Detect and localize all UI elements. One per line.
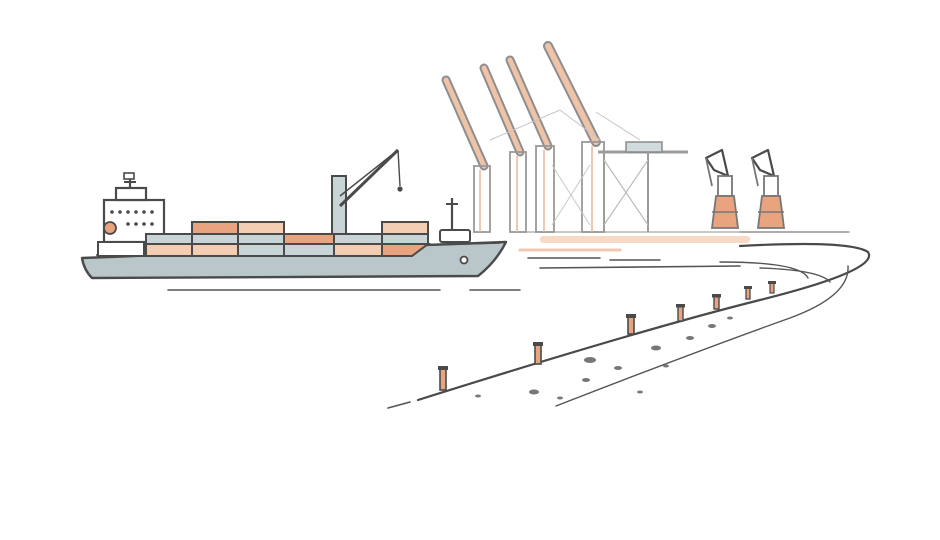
container-stack [145,221,431,257]
harbor-crane-icon [750,148,786,229]
container-ship-icon [80,148,508,280]
bollard-icon [533,342,543,365]
bollard-icon [768,281,776,294]
gantry-crane-icon [441,75,491,233]
ship-crane-icon [331,148,403,235]
bollard-icon [676,304,685,322]
life-ring-icon [103,221,117,235]
gantry-crane-icon [543,41,605,233]
bollard-icon [744,286,752,300]
gantry-cranes [441,41,850,243]
bollard-icon [438,366,448,391]
bollard-icon [626,314,636,335]
breakwater-pier-icon [387,242,871,409]
water-lines [167,231,849,291]
gantry-crane-icon [479,63,527,233]
harbor-crane-icon [704,148,740,229]
gantry-crane-icon [505,55,555,233]
pier-rocks [475,316,733,400]
bollard-icon [712,294,721,310]
